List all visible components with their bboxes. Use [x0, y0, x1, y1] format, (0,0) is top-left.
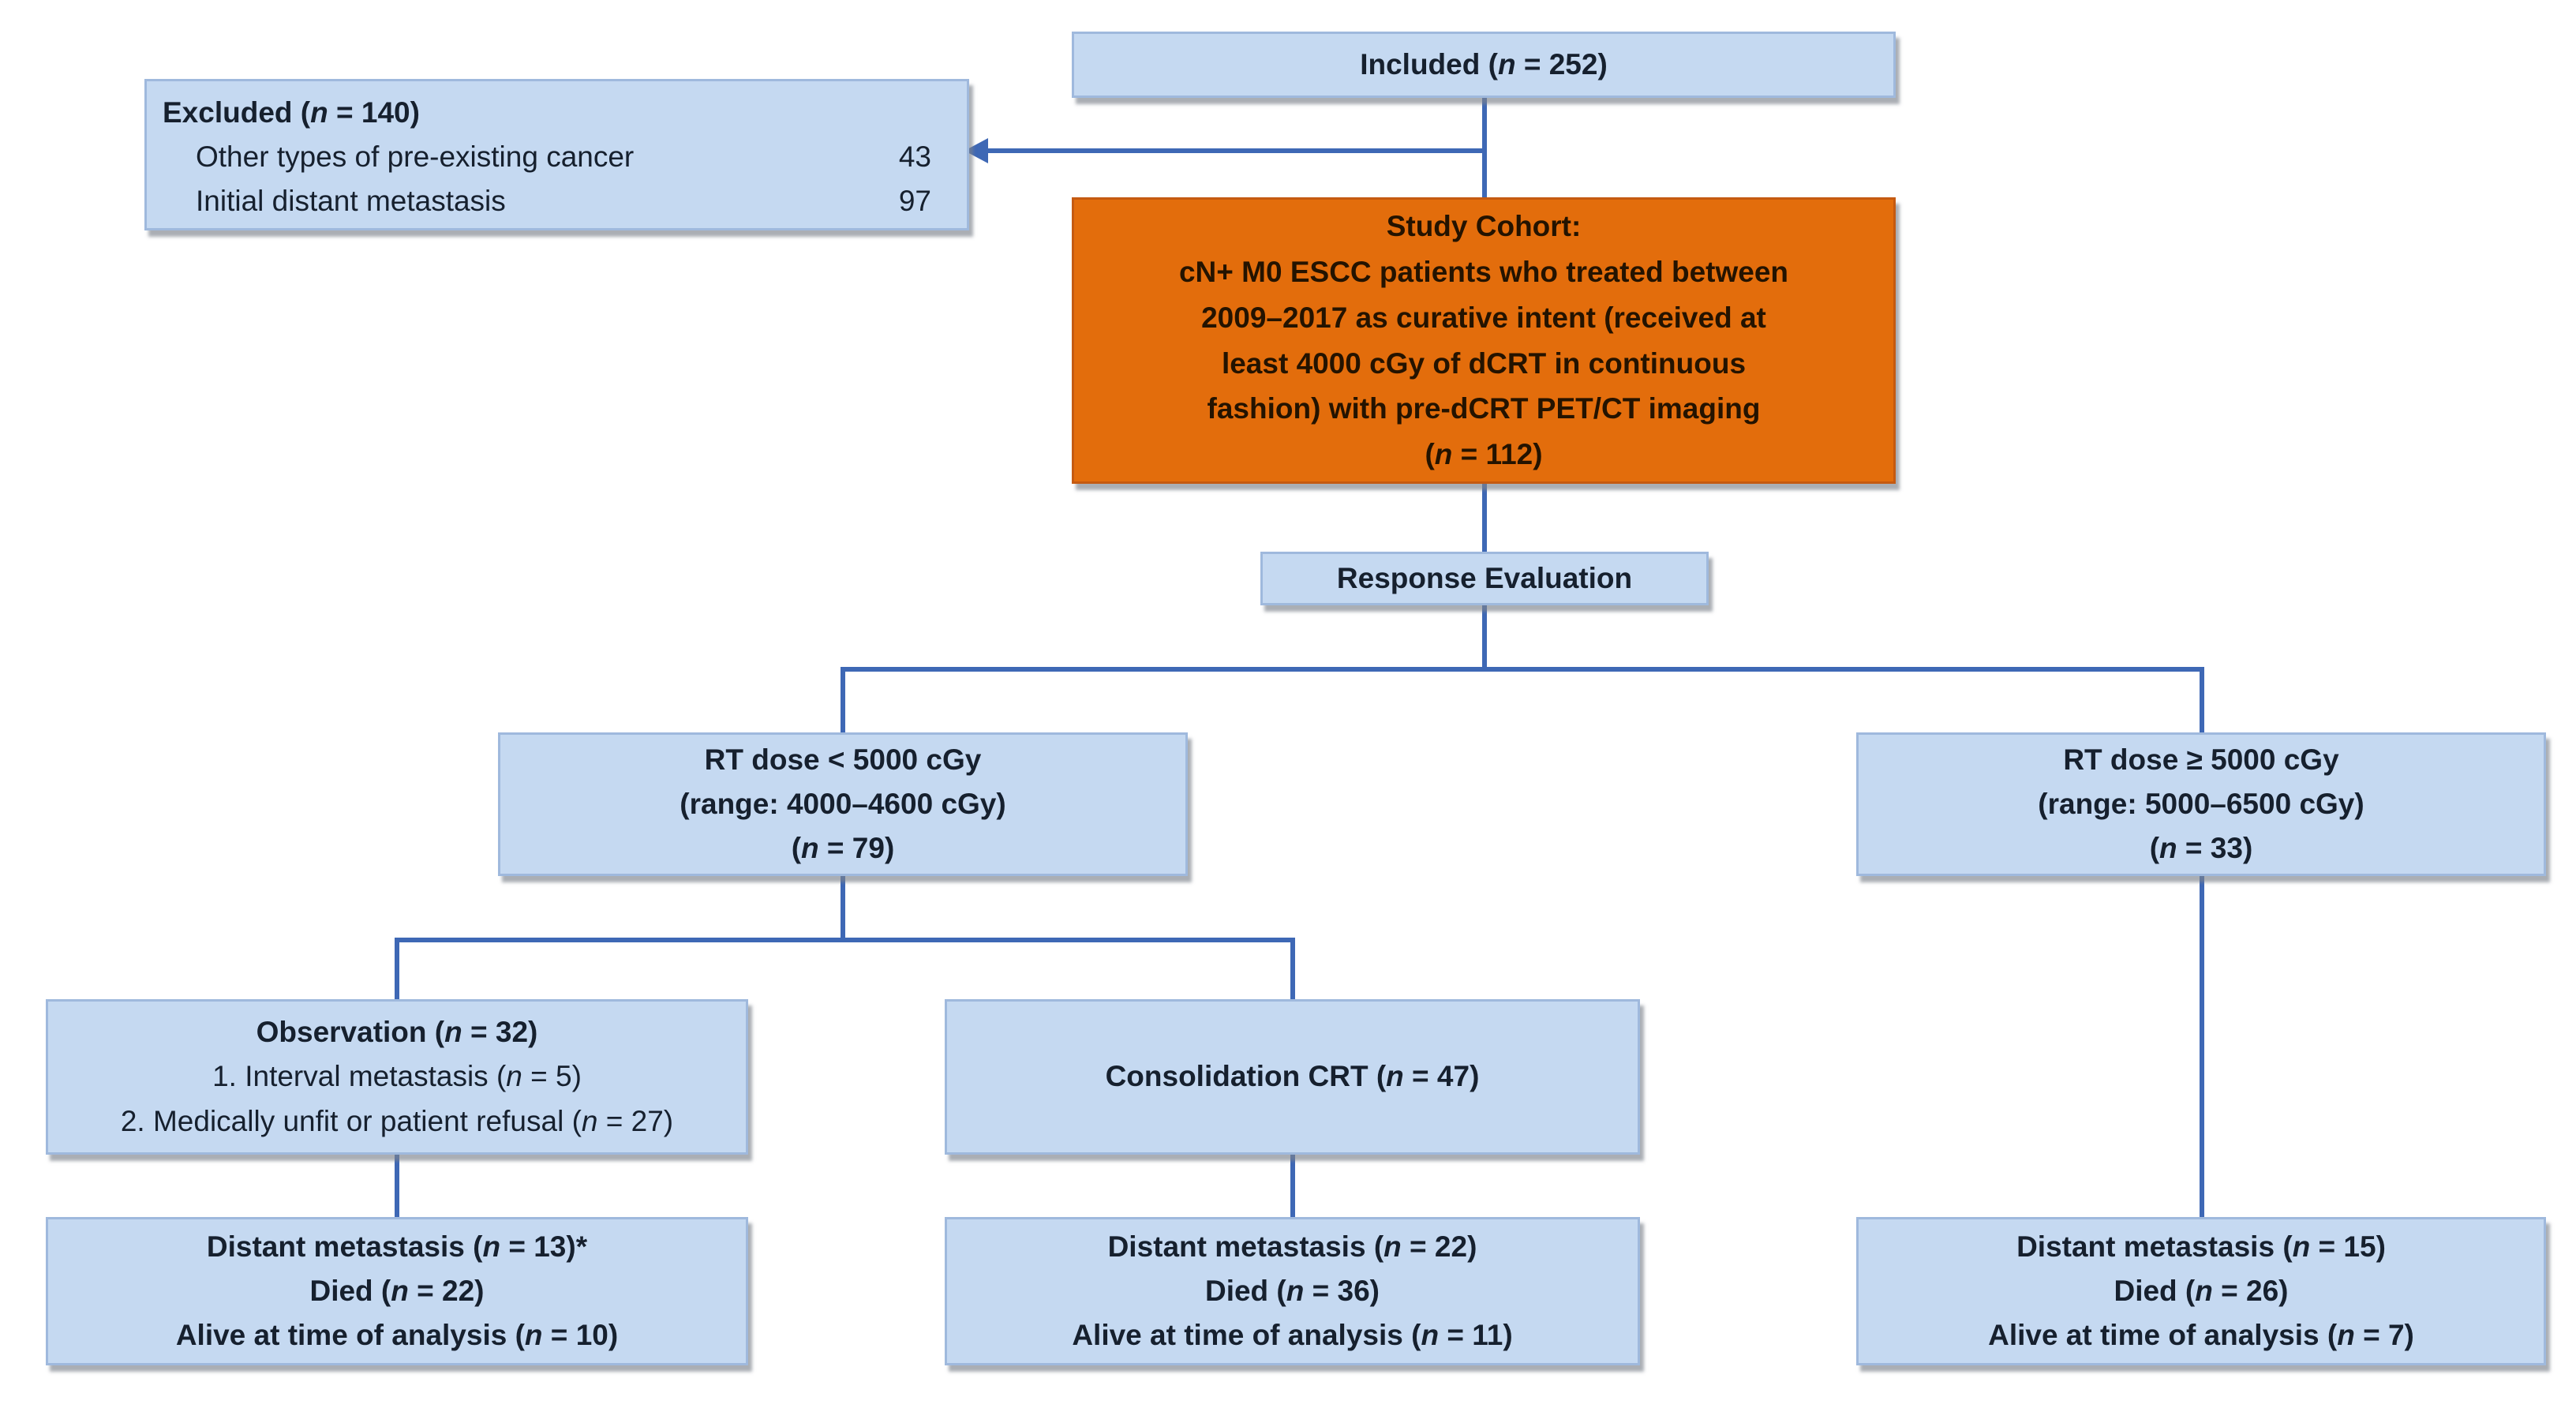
rt-high-line: RT dose ≥ 5000 cGy: [2063, 743, 2339, 776]
excluded-item-value: 97: [898, 185, 931, 218]
outcome-line: Alive at time of analysis (n = 11): [1072, 1319, 1513, 1352]
connector-response-to-split: [1482, 604, 1487, 672]
outcome-line: Distant metastasis (n = 13)*: [206, 1230, 588, 1263]
node-observation: Observation (n = 32) 1. Interval metasta…: [46, 999, 748, 1155]
rt-high-line: (range: 5000–6500 cGy): [2038, 787, 2364, 820]
study-cohort-line: (n = 112): [1425, 437, 1543, 470]
study-cohort-line: Study Cohort:: [1386, 210, 1582, 243]
rt-low-line: (range: 4000–4600 cGy): [680, 787, 1006, 820]
node-study-cohort: Study Cohort: cN+ M0 ESCC patients who t…: [1072, 197, 1896, 484]
connector-consolidation-to-outcome: [1290, 1153, 1295, 1217]
node-excluded: Excluded (n = 140) Other types of pre-ex…: [144, 79, 969, 230]
node-rt-high: RT dose ≥ 5000 cGy (range: 5000–6500 cGy…: [1856, 732, 2546, 876]
node-outcome-consolidation: Distant metastasis (n = 22) Died (n = 36…: [945, 1217, 1640, 1365]
outcome-line: Distant metastasis (n = 15): [2016, 1230, 2386, 1263]
observation-title: Observation (n = 32): [256, 1016, 538, 1049]
study-cohort-line: cN+ M0 ESCC patients who treated between: [1178, 256, 1789, 289]
excluded-item-label: Other types of pre-existing cancer: [196, 140, 635, 174]
response-evaluation-text: Response Evaluation: [1336, 561, 1633, 594]
excluded-item-label: Initial distant metastasis: [196, 185, 506, 218]
node-included: Included (n = 252): [1072, 32, 1896, 98]
rt-high-line: (n = 33): [2149, 832, 2253, 865]
connector-split2-to-observation: [395, 938, 399, 1001]
outcome-line: Distant metastasis (n = 22): [1107, 1230, 1477, 1263]
connector-split2-to-consolidation: [1290, 938, 1295, 1001]
connector-cohort-to-response: [1482, 484, 1487, 552]
outcome-line: Alive at time of analysis (n = 10): [175, 1319, 619, 1352]
rt-low-line: RT dose < 5000 cGy: [704, 743, 982, 776]
rt-low-line: (n = 79): [791, 832, 895, 865]
excluded-item: Other types of pre-existing cancer 43: [163, 135, 931, 179]
outcome-line: Alive at time of analysis (n = 7): [1988, 1319, 2414, 1352]
node-excluded-title: Excluded (n = 140): [163, 96, 420, 129]
connector-rt-high-to-outcome: [2200, 874, 2204, 1217]
study-cohort-line: 2009–2017 as curative intent (received a…: [1201, 301, 1766, 334]
connector-rt-low-to-split2: [841, 874, 845, 942]
outcome-line: Died (n = 22): [309, 1274, 485, 1307]
node-outcome-observation: Distant metastasis (n = 13)* Died (n = 2…: [46, 1217, 748, 1365]
connector-split2-top: [395, 938, 1295, 942]
outcome-line: Died (n = 26): [2114, 1274, 2289, 1307]
connector-split-to-rt-high: [2200, 667, 2204, 734]
consolidation-text: Consolidation CRT (n = 47): [1105, 1060, 1480, 1093]
observation-item: 2. Medically unfit or patient refusal (n…: [120, 1104, 674, 1137]
connector-split-top: [841, 667, 2204, 672]
node-response-evaluation: Response Evaluation: [1260, 552, 1709, 605]
excluded-item-value: 43: [898, 140, 931, 174]
connector-observation-to-outcome: [395, 1153, 399, 1217]
outcome-line: Died (n = 36): [1204, 1274, 1380, 1307]
connector-split-to-rt-low: [841, 667, 845, 734]
node-included-text: Included (n = 252): [1360, 47, 1608, 81]
node-outcome-rt-high: Distant metastasis (n = 15) Died (n = 26…: [1856, 1217, 2546, 1365]
node-consolidation-crt: Consolidation CRT (n = 47): [945, 999, 1640, 1155]
excluded-item: Initial distant metastasis 97: [163, 179, 931, 223]
study-cohort-line: fashion) with pre-dCRT PET/CT imaging: [1207, 392, 1761, 425]
node-rt-low: RT dose < 5000 cGy (range: 4000–4600 cGy…: [498, 732, 1188, 876]
study-cohort-line: least 4000 cGy of dCRT in continuous: [1221, 346, 1747, 380]
observation-item: 1. Interval metastasis (n = 5): [212, 1060, 582, 1093]
connector-to-excluded: [985, 148, 1485, 153]
